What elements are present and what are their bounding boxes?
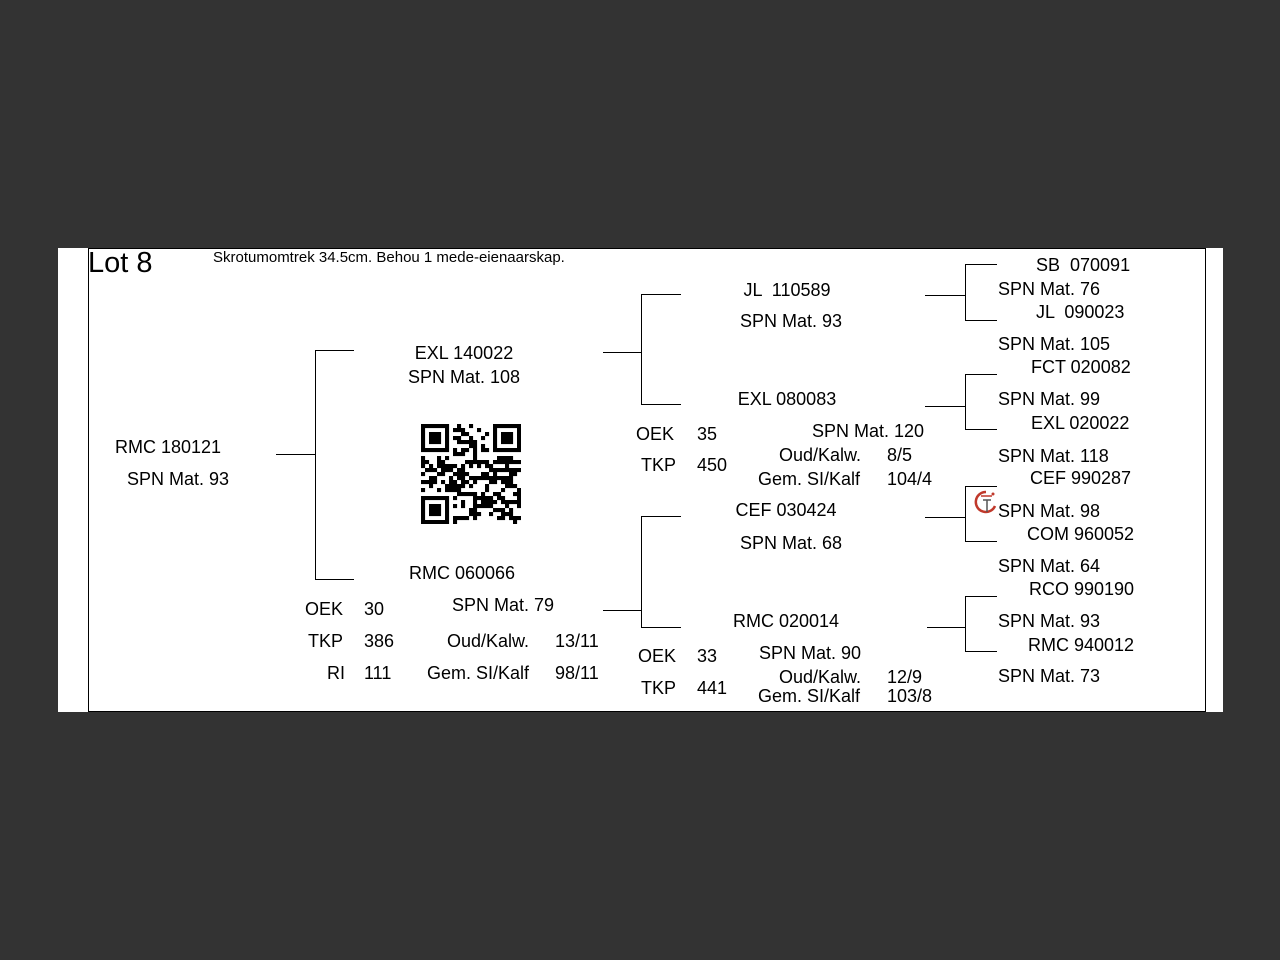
connector-line xyxy=(925,517,965,518)
gg-dam-dam-id: EXL 020022 xyxy=(1031,413,1130,433)
sire-dam-id: EXL 080083 xyxy=(737,389,837,409)
dg-sire-dam-spn: SPN Mat. 64 xyxy=(998,556,1101,576)
sire-dam-oud-value: 8/5 xyxy=(887,445,913,465)
connector-line xyxy=(965,596,997,597)
connector-line xyxy=(927,627,965,628)
gg-sire-sire-spn: SPN Mat. 76 xyxy=(998,279,1101,299)
dam-oud-value: 13/11 xyxy=(555,631,599,651)
connector-line xyxy=(965,486,997,487)
connector-line xyxy=(925,406,965,407)
sire-dam-oek-label: OEK xyxy=(636,424,675,444)
connector-line xyxy=(641,404,681,405)
dam-oud-label: Oud/Kalw. xyxy=(447,631,530,651)
dam-dam-oek-value: 33 xyxy=(697,646,718,666)
dam-dam-gem-label: Gem. SI/Kalf xyxy=(758,686,861,706)
dam-gem-label: Gem. SI/Kalf xyxy=(427,663,530,683)
connector-line xyxy=(925,295,965,296)
connector-line xyxy=(965,651,997,652)
sire-dam-oud-label: Oud/Kalw. xyxy=(779,445,862,465)
connector-line xyxy=(315,350,316,579)
connector-line xyxy=(965,596,966,651)
sire-sire-spn: SPN Mat. 93 xyxy=(739,311,843,331)
dam-tkp-label: TKP xyxy=(308,631,344,651)
connector-line xyxy=(641,516,681,517)
dam-dam-oek-label: OEK xyxy=(638,646,677,666)
dg-dam-dam-id: RMC 940012 xyxy=(1028,635,1135,655)
sire-dam-gem-value: 104/4 xyxy=(887,469,933,489)
dam-tkp-value: 386 xyxy=(364,631,395,651)
sire-sire-id: JL 110589 xyxy=(743,280,831,300)
stud-logo-icon xyxy=(974,490,997,514)
sire-spn: SPN Mat. 108 xyxy=(407,367,521,387)
dam-ri-value: 111 xyxy=(364,663,392,683)
connector-line xyxy=(641,627,681,628)
connector-line xyxy=(641,294,681,295)
sire-id: EXL 140022 xyxy=(414,343,514,363)
dg-dam-sire-spn: SPN Mat. 93 xyxy=(998,611,1101,631)
gg-dam-dam-spn: SPN Mat. 118 xyxy=(998,446,1109,466)
dam-dam-spn: SPN Mat. 90 xyxy=(759,643,862,663)
sire-dam-gem-label: Gem. SI/Kalf xyxy=(758,469,861,489)
dam-ri-label: RI xyxy=(327,663,345,683)
gg-sire-dam-spn: SPN Mat. 105 xyxy=(998,334,1111,354)
connector-line xyxy=(965,374,966,429)
dam-gem-value: 98/11 xyxy=(555,663,599,683)
connector-line xyxy=(965,541,997,542)
sire-dam-spn: SPN Mat. 120 xyxy=(811,421,925,441)
dam-dam-id: RMC 020014 xyxy=(732,611,840,631)
connector-line xyxy=(965,264,966,320)
sire-dam-oek-value: 35 xyxy=(697,424,718,444)
connector-line xyxy=(641,516,642,627)
gg-dam-sire-spn: SPN Mat. 99 xyxy=(998,389,1101,409)
connector-line xyxy=(276,454,315,455)
gg-sire-sire-id: SB 070091 xyxy=(1036,255,1131,275)
connector-line xyxy=(965,320,997,321)
pedigree-frame xyxy=(88,248,1206,712)
dam-spn: SPN Mat. 79 xyxy=(452,595,555,615)
dg-dam-sire-id: RCO 990190 xyxy=(1029,579,1135,599)
lot-note: Skrotumomtrek 34.5cm. Behou 1 mede-eiena… xyxy=(213,249,565,266)
sire-dam-tkp-value: 450 xyxy=(697,455,728,475)
animal-spn: SPN Mat. 93 xyxy=(127,469,230,489)
animal-id: RMC 180121 xyxy=(115,437,222,457)
dg-sire-sire-spn: SPN Mat. 98 xyxy=(998,501,1101,521)
dam-oek-value: 30 xyxy=(364,599,385,619)
dam-id: RMC 060066 xyxy=(408,563,516,583)
dam-sire-id: CEF 030424 xyxy=(735,500,837,520)
dam-dam-oud-value: 12/9 xyxy=(887,667,923,687)
connector-line xyxy=(315,579,354,580)
lot-title: Lot 8 xyxy=(88,247,153,279)
connector-line xyxy=(603,352,641,353)
connector-line xyxy=(965,429,997,430)
dam-oek-label: OEK xyxy=(305,599,344,619)
dg-dam-dam-spn: SPN Mat. 73 xyxy=(998,666,1101,686)
dg-sire-dam-id: COM 960052 xyxy=(1027,524,1135,544)
connector-line xyxy=(641,294,642,404)
connector-line xyxy=(315,350,354,351)
dam-dam-gem-value: 103/8 xyxy=(887,686,933,706)
connector-line xyxy=(965,374,997,375)
gg-sire-dam-id: JL 090023 xyxy=(1036,302,1125,322)
gg-dam-sire-id: FCT 020082 xyxy=(1031,357,1131,377)
connector-line xyxy=(965,264,997,265)
pedigree-sheet: Lot 8 Skrotumomtrek 34.5cm. Behou 1 mede… xyxy=(58,248,1223,712)
connector-line xyxy=(965,486,966,541)
dam-dam-oud-label: Oud/Kalw. xyxy=(779,667,862,687)
dam-dam-tkp-label: TKP xyxy=(641,678,677,698)
dam-sire-spn: SPN Mat. 68 xyxy=(739,533,843,553)
connector-line xyxy=(603,610,641,611)
qr-code-icon xyxy=(421,424,521,524)
dam-dam-tkp-value: 441 xyxy=(697,678,728,698)
sire-dam-tkp-label: TKP xyxy=(641,455,677,475)
dg-sire-sire-id: CEF 990287 xyxy=(1030,468,1132,488)
